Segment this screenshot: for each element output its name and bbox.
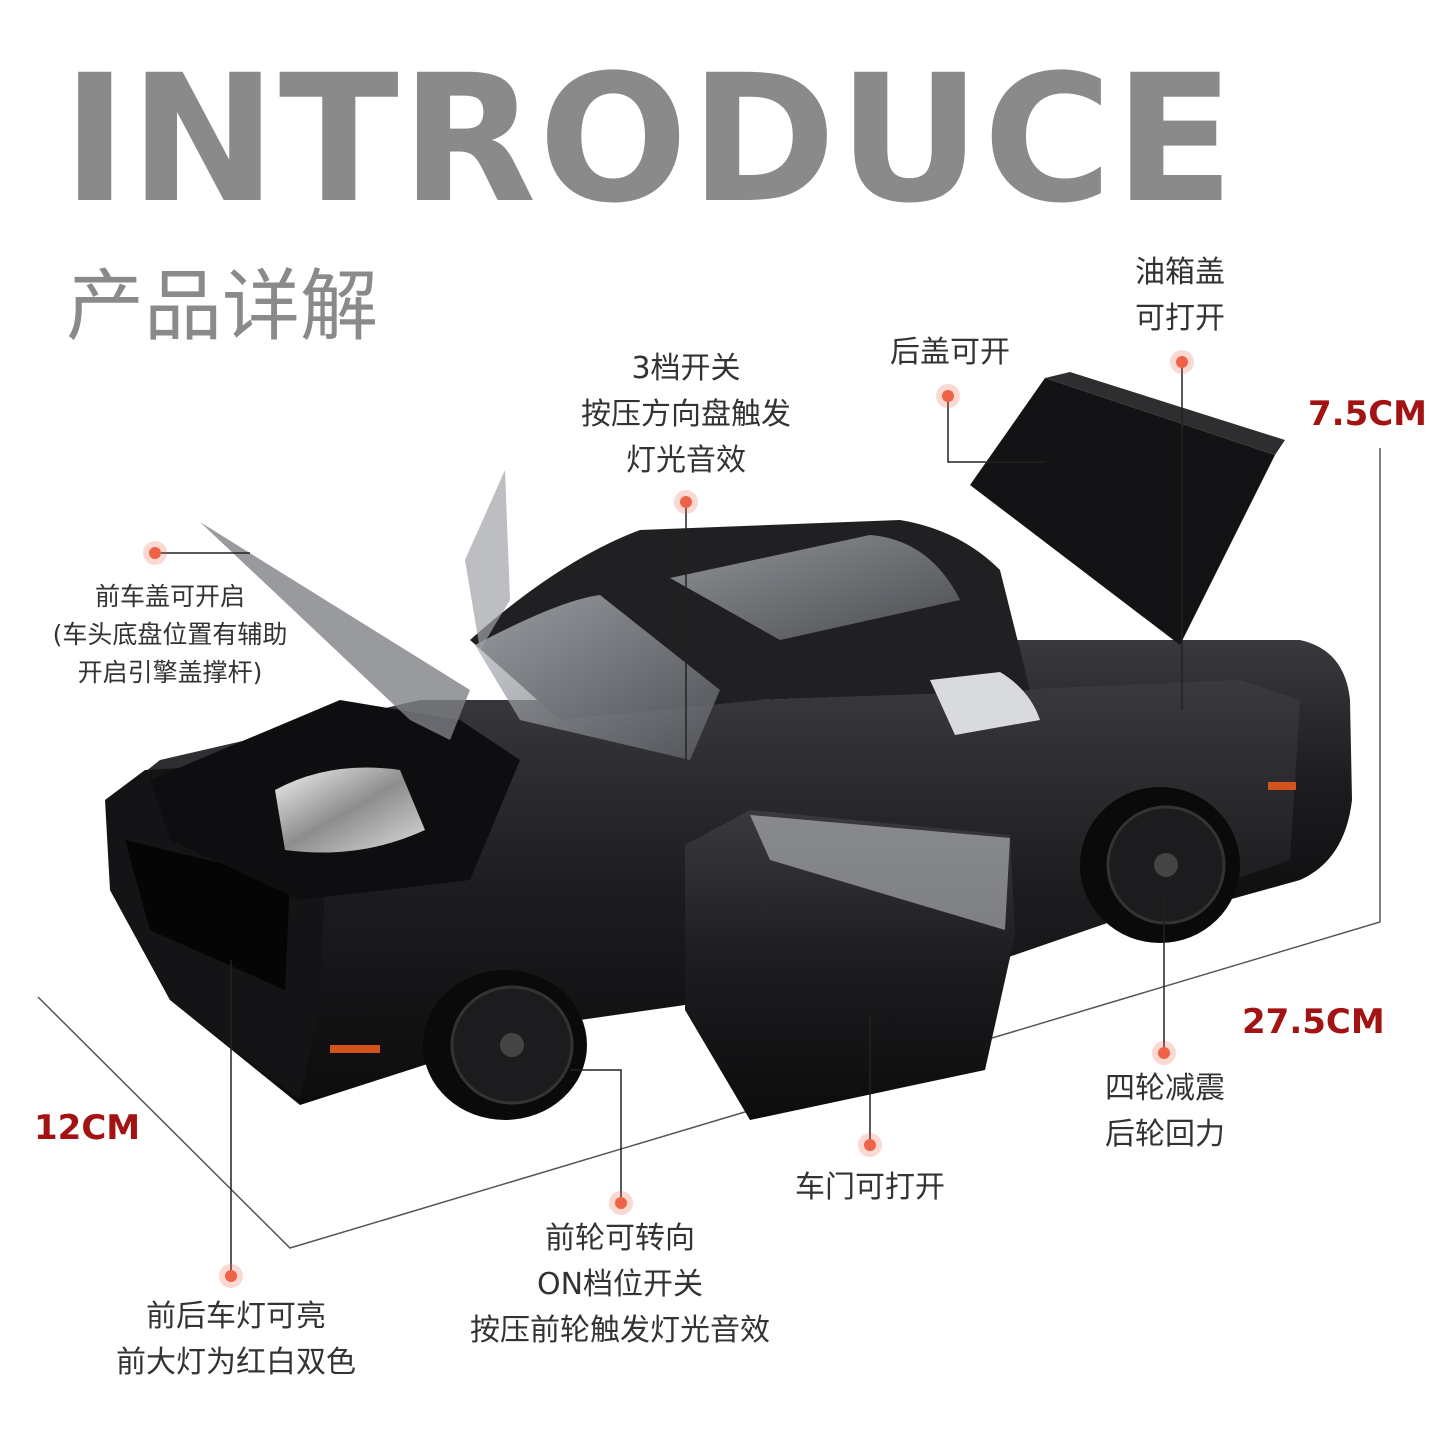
page-title: INTRODUCE	[62, 37, 1237, 242]
front-wheel	[423, 970, 587, 1120]
feature-hood: 前车盖可开启 (车头底盘位置有辅助 开启引擎盖撑杆)	[20, 578, 320, 692]
rear-wheel	[1080, 787, 1240, 943]
feature-lights-line: 前后车灯可亮	[146, 1299, 326, 1334]
page-subtitle: 产品详解	[66, 262, 379, 352]
marker-lights	[225, 1270, 237, 1282]
feature-front-wheel-line: ON档位开关	[536, 1267, 704, 1302]
feature-steering-line: 3档开关	[631, 351, 741, 386]
marker-hood	[149, 547, 161, 559]
engine-bay	[150, 700, 520, 900]
feature-front-wheel: 前轮可转向 ON档位开关 按压前轮触发灯光音效	[440, 1216, 800, 1354]
open-front-door	[685, 810, 1015, 1120]
feature-trunk-line: 后盖可开	[890, 335, 1010, 370]
marker-fuel-cap	[1176, 356, 1188, 368]
marker-suspension	[1158, 1047, 1170, 1059]
feature-steering-line: 按压方向盘触发	[581, 397, 791, 432]
feature-hood-line: 前车盖可开启	[94, 582, 245, 611]
dimension-width: 12CM	[34, 1108, 141, 1148]
marker-door	[864, 1139, 876, 1151]
feature-steering-line: 灯光音效	[626, 443, 746, 478]
open-hood	[200, 522, 470, 740]
marker-front-wheel	[615, 1197, 627, 1209]
marker-steering	[680, 496, 692, 508]
dimension-length: 27.5CM	[1242, 1002, 1385, 1042]
feature-fuel-cap-line: 可打开	[1135, 301, 1225, 336]
feature-door: 车门可打开	[760, 1165, 980, 1211]
open-trunk	[970, 372, 1285, 645]
marker-trunk	[942, 390, 954, 402]
feature-suspension-line: 后轮回力	[1105, 1117, 1225, 1152]
feature-door-line: 车门可打开	[795, 1170, 945, 1205]
feature-fuel-cap: 油箱盖 可打开	[1090, 250, 1270, 342]
feature-front-wheel-line: 按压前轮触发灯光音效	[470, 1313, 770, 1348]
open-door-glass	[465, 470, 510, 650]
feature-front-wheel-line: 前轮可转向	[545, 1221, 695, 1256]
feature-suspension-line: 四轮减震	[1105, 1071, 1225, 1106]
feature-hood-line: (车头底盘位置有辅助	[52, 620, 288, 649]
leader-lines	[155, 362, 1183, 1276]
feature-hood-line: 开启引擎盖撑杆)	[77, 658, 263, 687]
feature-lights-line: 前大灯为红白双色	[116, 1345, 356, 1380]
feature-trunk: 后盖可开	[850, 330, 1050, 376]
feature-suspension: 四轮减震 后轮回力	[1075, 1066, 1255, 1158]
feature-steering: 3档开关 按压方向盘触发 灯光音效	[536, 346, 836, 484]
feature-lights: 前后车灯可亮 前大灯为红白双色	[86, 1294, 386, 1386]
dimension-height: 7.5CM	[1308, 394, 1428, 434]
feature-fuel-cap-line: 油箱盖	[1135, 255, 1225, 290]
